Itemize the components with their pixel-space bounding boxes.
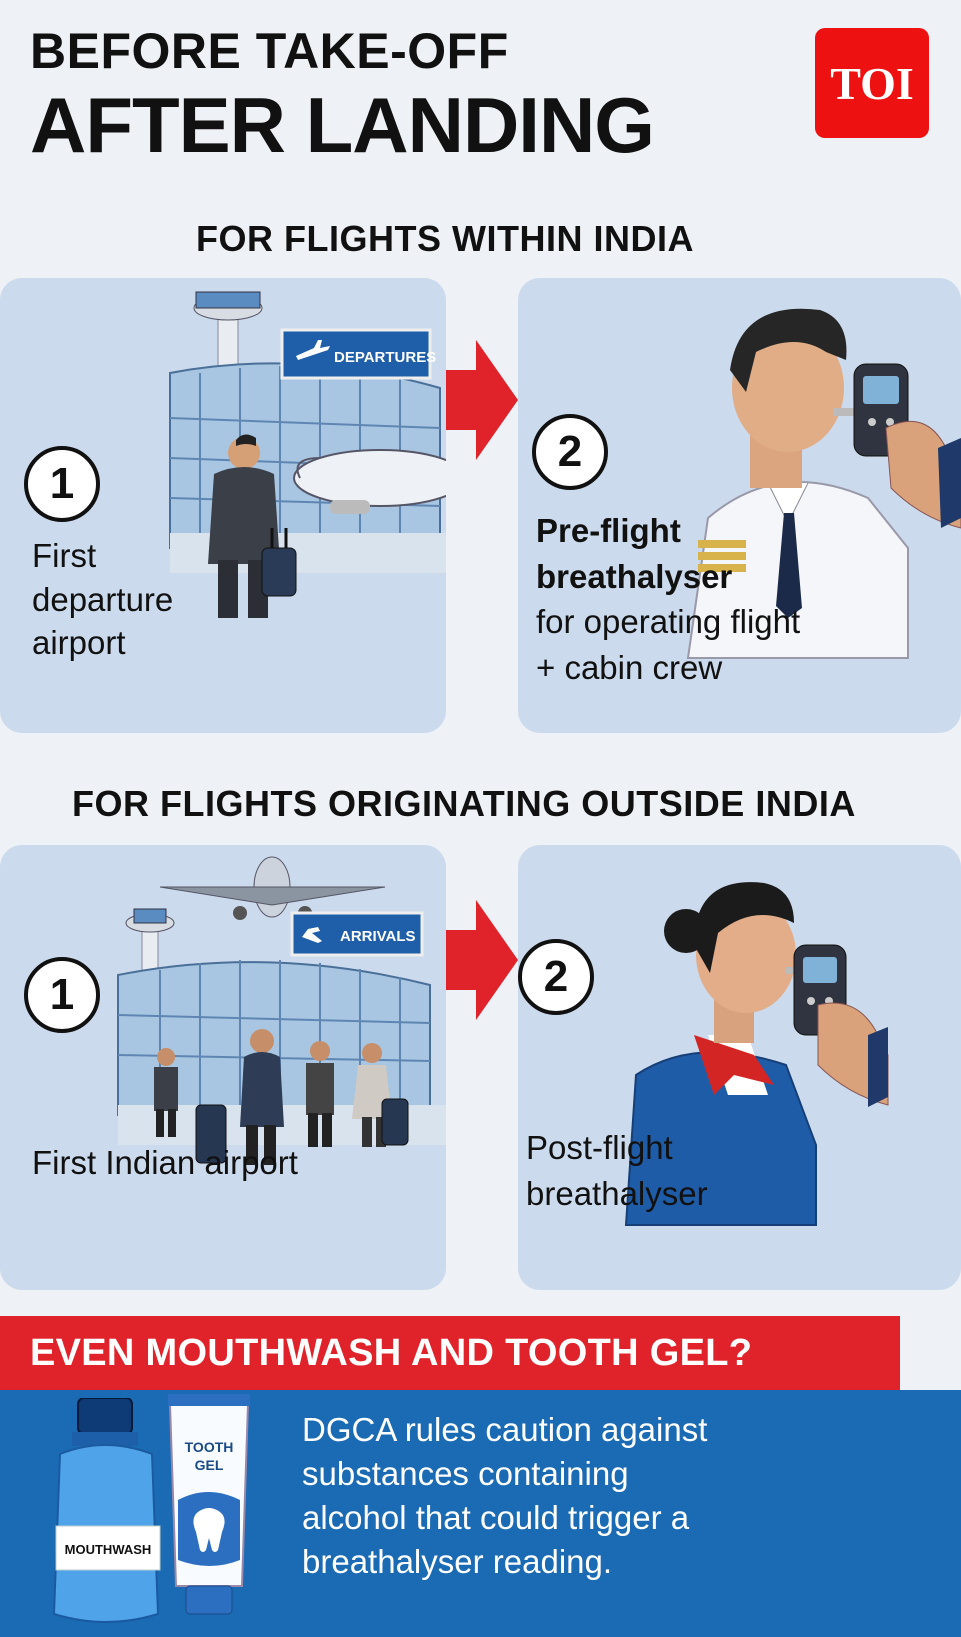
step1-label-line1: First — [32, 537, 97, 574]
step1-label-line2: departure — [32, 580, 174, 618]
step2-label-line1: Post-flight — [526, 1129, 673, 1166]
section-heading-within-india: FOR FLIGHTS WITHIN INDIA — [196, 218, 694, 259]
card-departure-airport: DEPARTURES 1 First departure airport — [0, 278, 446, 733]
caution-text-line4: breathalyser reading. — [302, 1542, 613, 1580]
arrow-right-icon — [446, 900, 518, 1020]
mouthwash-question-banner: EVEN MOUTHWASH AND TOOTH GEL? — [0, 1316, 900, 1390]
section-heading-outside-india: FOR FLIGHTS ORIGINATING OUTSIDE INDIA — [72, 783, 856, 824]
cabin-crew-breathalyser-illustration — [624, 882, 889, 1226]
caution-text-line1: DGCA rules caution against — [302, 1411, 708, 1448]
gel-label-line2: GEL — [195, 1457, 224, 1473]
arrival-airport-illustration: ARRIVALS — [117, 856, 446, 1165]
step1-label: First departure airport — [32, 534, 173, 665]
toi-logo: TOI — [815, 28, 929, 138]
step2-label-bold2: breathalyser — [536, 557, 733, 595]
step-number-badge: 2 — [518, 939, 594, 1015]
step-number-badge: 1 — [24, 957, 100, 1033]
departures-sign-text: DEPARTURES — [334, 349, 436, 366]
step2-label: Post-flight breathalyser — [526, 1125, 708, 1216]
gel-label-line1: TOOTH — [185, 1439, 234, 1455]
step-number-badge: 2 — [532, 414, 608, 490]
card-pre-flight-breathalyser: 2 Pre-flight breathalyser for operating … — [518, 278, 961, 733]
step2-label-line3: for operating flight — [536, 603, 801, 641]
card-post-flight-breathalyser: 2 Post-flight breathalyser — [518, 845, 961, 1290]
arrivals-sign-text: ARRIVALS — [340, 928, 416, 945]
caution-text-line3: alcohol that could trigger a — [302, 1498, 690, 1536]
title-line-1: BEFORE TAKE-OFF — [30, 23, 509, 79]
tooth-icon — [193, 1508, 225, 1552]
mouthwash-bottle-icon: MOUTHWASH — [52, 1398, 161, 1623]
caution-panel: MOUTHWASH TOOTH GEL — [0, 1390, 961, 1637]
caution-text: DGCA rules caution against substances co… — [302, 1408, 942, 1584]
mouthwash-label-text: MOUTHWASH — [65, 1542, 152, 1557]
title-line-2: AFTER LANDING — [30, 81, 655, 169]
pilot-breathalyser-illustration — [686, 308, 961, 659]
card-first-indian-airport: ARRIVALS 1 First Indian airport — [0, 845, 446, 1290]
caution-text-line2: substances containing — [302, 1454, 629, 1492]
step-number-badge: 1 — [24, 446, 100, 522]
departure-airport-illustration: DEPARTURES — [169, 291, 446, 618]
step2-label-bold1: Pre-flight — [536, 512, 681, 549]
step2-label: Pre-flight breathalyser for operating fl… — [536, 508, 800, 690]
step2-label-line2: breathalyser — [526, 1174, 708, 1212]
step1-label-line1: First Indian airport — [32, 1144, 298, 1181]
arrow-right-icon — [446, 340, 518, 460]
step2-label-line4: + cabin crew — [536, 648, 723, 686]
step1-label-line3: airport — [32, 624, 126, 662]
tooth-gel-tube-icon: TOOTH GEL — [168, 1394, 250, 1615]
